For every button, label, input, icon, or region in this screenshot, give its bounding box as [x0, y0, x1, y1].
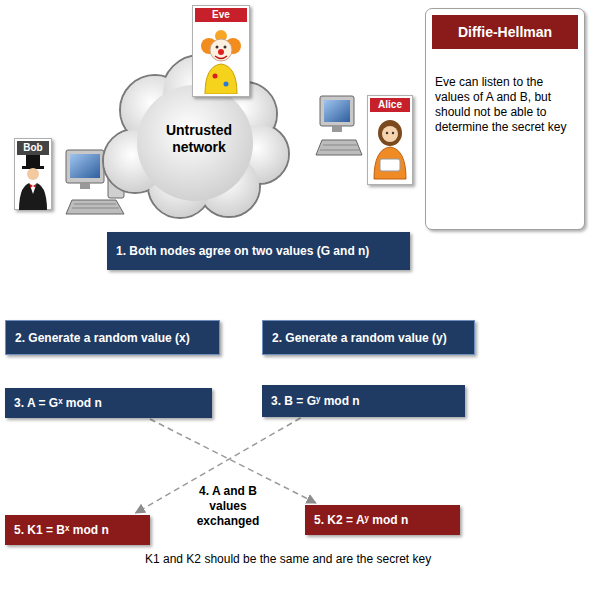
step-box: 2. Generate a random value (x) — [5, 320, 220, 355]
figure-part — [378, 120, 402, 146]
person-card: Eve — [192, 5, 250, 97]
figure-part — [224, 82, 229, 87]
alice-figure — [368, 113, 412, 183]
figure-part — [104, 56, 288, 217]
figure-part — [27, 168, 39, 180]
alice-computer — [316, 96, 362, 155]
clown-figure — [193, 24, 249, 94]
step-box: 1. Both nodes agree on two values (G and… — [107, 232, 410, 270]
figure-part — [216, 46, 219, 49]
info-panel: Diffie-HellmanEve can listen to the valu… — [425, 8, 585, 230]
figure-part — [218, 49, 224, 55]
step-text: 5. K2 = Aʸ mod n — [314, 513, 408, 527]
person-card: Bob — [14, 138, 52, 210]
figure-part — [19, 182, 47, 210]
figure-part — [70, 154, 100, 178]
panel-body: Eve can listen to the values of A and B,… — [432, 49, 578, 135]
person-card: Alice — [367, 95, 413, 185]
step-text: 2. Generate a random value (y) — [272, 331, 447, 345]
figure-part — [30, 184, 36, 188]
step-box: 3. A = Gˣ mod n — [5, 388, 212, 418]
step-text: 3. B = Gʸ mod n — [271, 394, 360, 408]
figure-part — [320, 145, 360, 150]
figure-part — [392, 132, 394, 134]
figure-part — [26, 155, 40, 167]
step-box: 2. Generate a random value (y) — [262, 320, 475, 355]
figure-part — [320, 96, 354, 126]
figure-part — [29, 182, 37, 194]
step-text: 2. Generate a random value (x) — [15, 331, 190, 345]
figure-part — [374, 147, 406, 179]
key-box: 5. K1 = Bˣ mod n — [5, 515, 150, 545]
figure-part — [72, 204, 119, 208]
figure-part — [80, 183, 90, 189]
card-header: Eve — [195, 8, 247, 22]
card-header: Alice — [370, 98, 410, 112]
card-header: Bob — [17, 141, 49, 155]
figure-part — [324, 100, 350, 122]
figure-part — [380, 159, 400, 171]
bob-figure — [15, 154, 51, 210]
figure-part — [137, 85, 253, 201]
panel-heading: Diffie-Hellman — [432, 15, 578, 49]
figure-part — [66, 200, 124, 214]
exchange-label: 4. A and B values exchanged — [192, 484, 264, 529]
figure-part — [224, 46, 227, 49]
figure-part — [316, 140, 362, 155]
figure-part — [386, 132, 388, 134]
figure-part — [213, 74, 218, 79]
figure-part — [66, 150, 104, 183]
figure-part — [332, 126, 342, 132]
figure-part — [382, 126, 398, 142]
step-box: 3. B = Gʸ mod n — [262, 385, 465, 417]
cloud-label: Untrusted network — [153, 122, 245, 154]
figure-part — [103, 55, 289, 218]
step-text: 5. K1 = Bˣ mod n — [14, 523, 109, 537]
step-text: 1. Both nodes agree on two values (G and… — [116, 244, 369, 258]
figure-part — [205, 64, 237, 94]
note-text: K1 and K2 should be the same and are the… — [145, 552, 437, 567]
key-box: 5. K2 = Aʸ mod n — [305, 505, 460, 535]
step-text: 3. A = Gˣ mod n — [14, 396, 102, 410]
figure-part — [210, 39, 232, 61]
figure-part — [215, 56, 227, 59]
